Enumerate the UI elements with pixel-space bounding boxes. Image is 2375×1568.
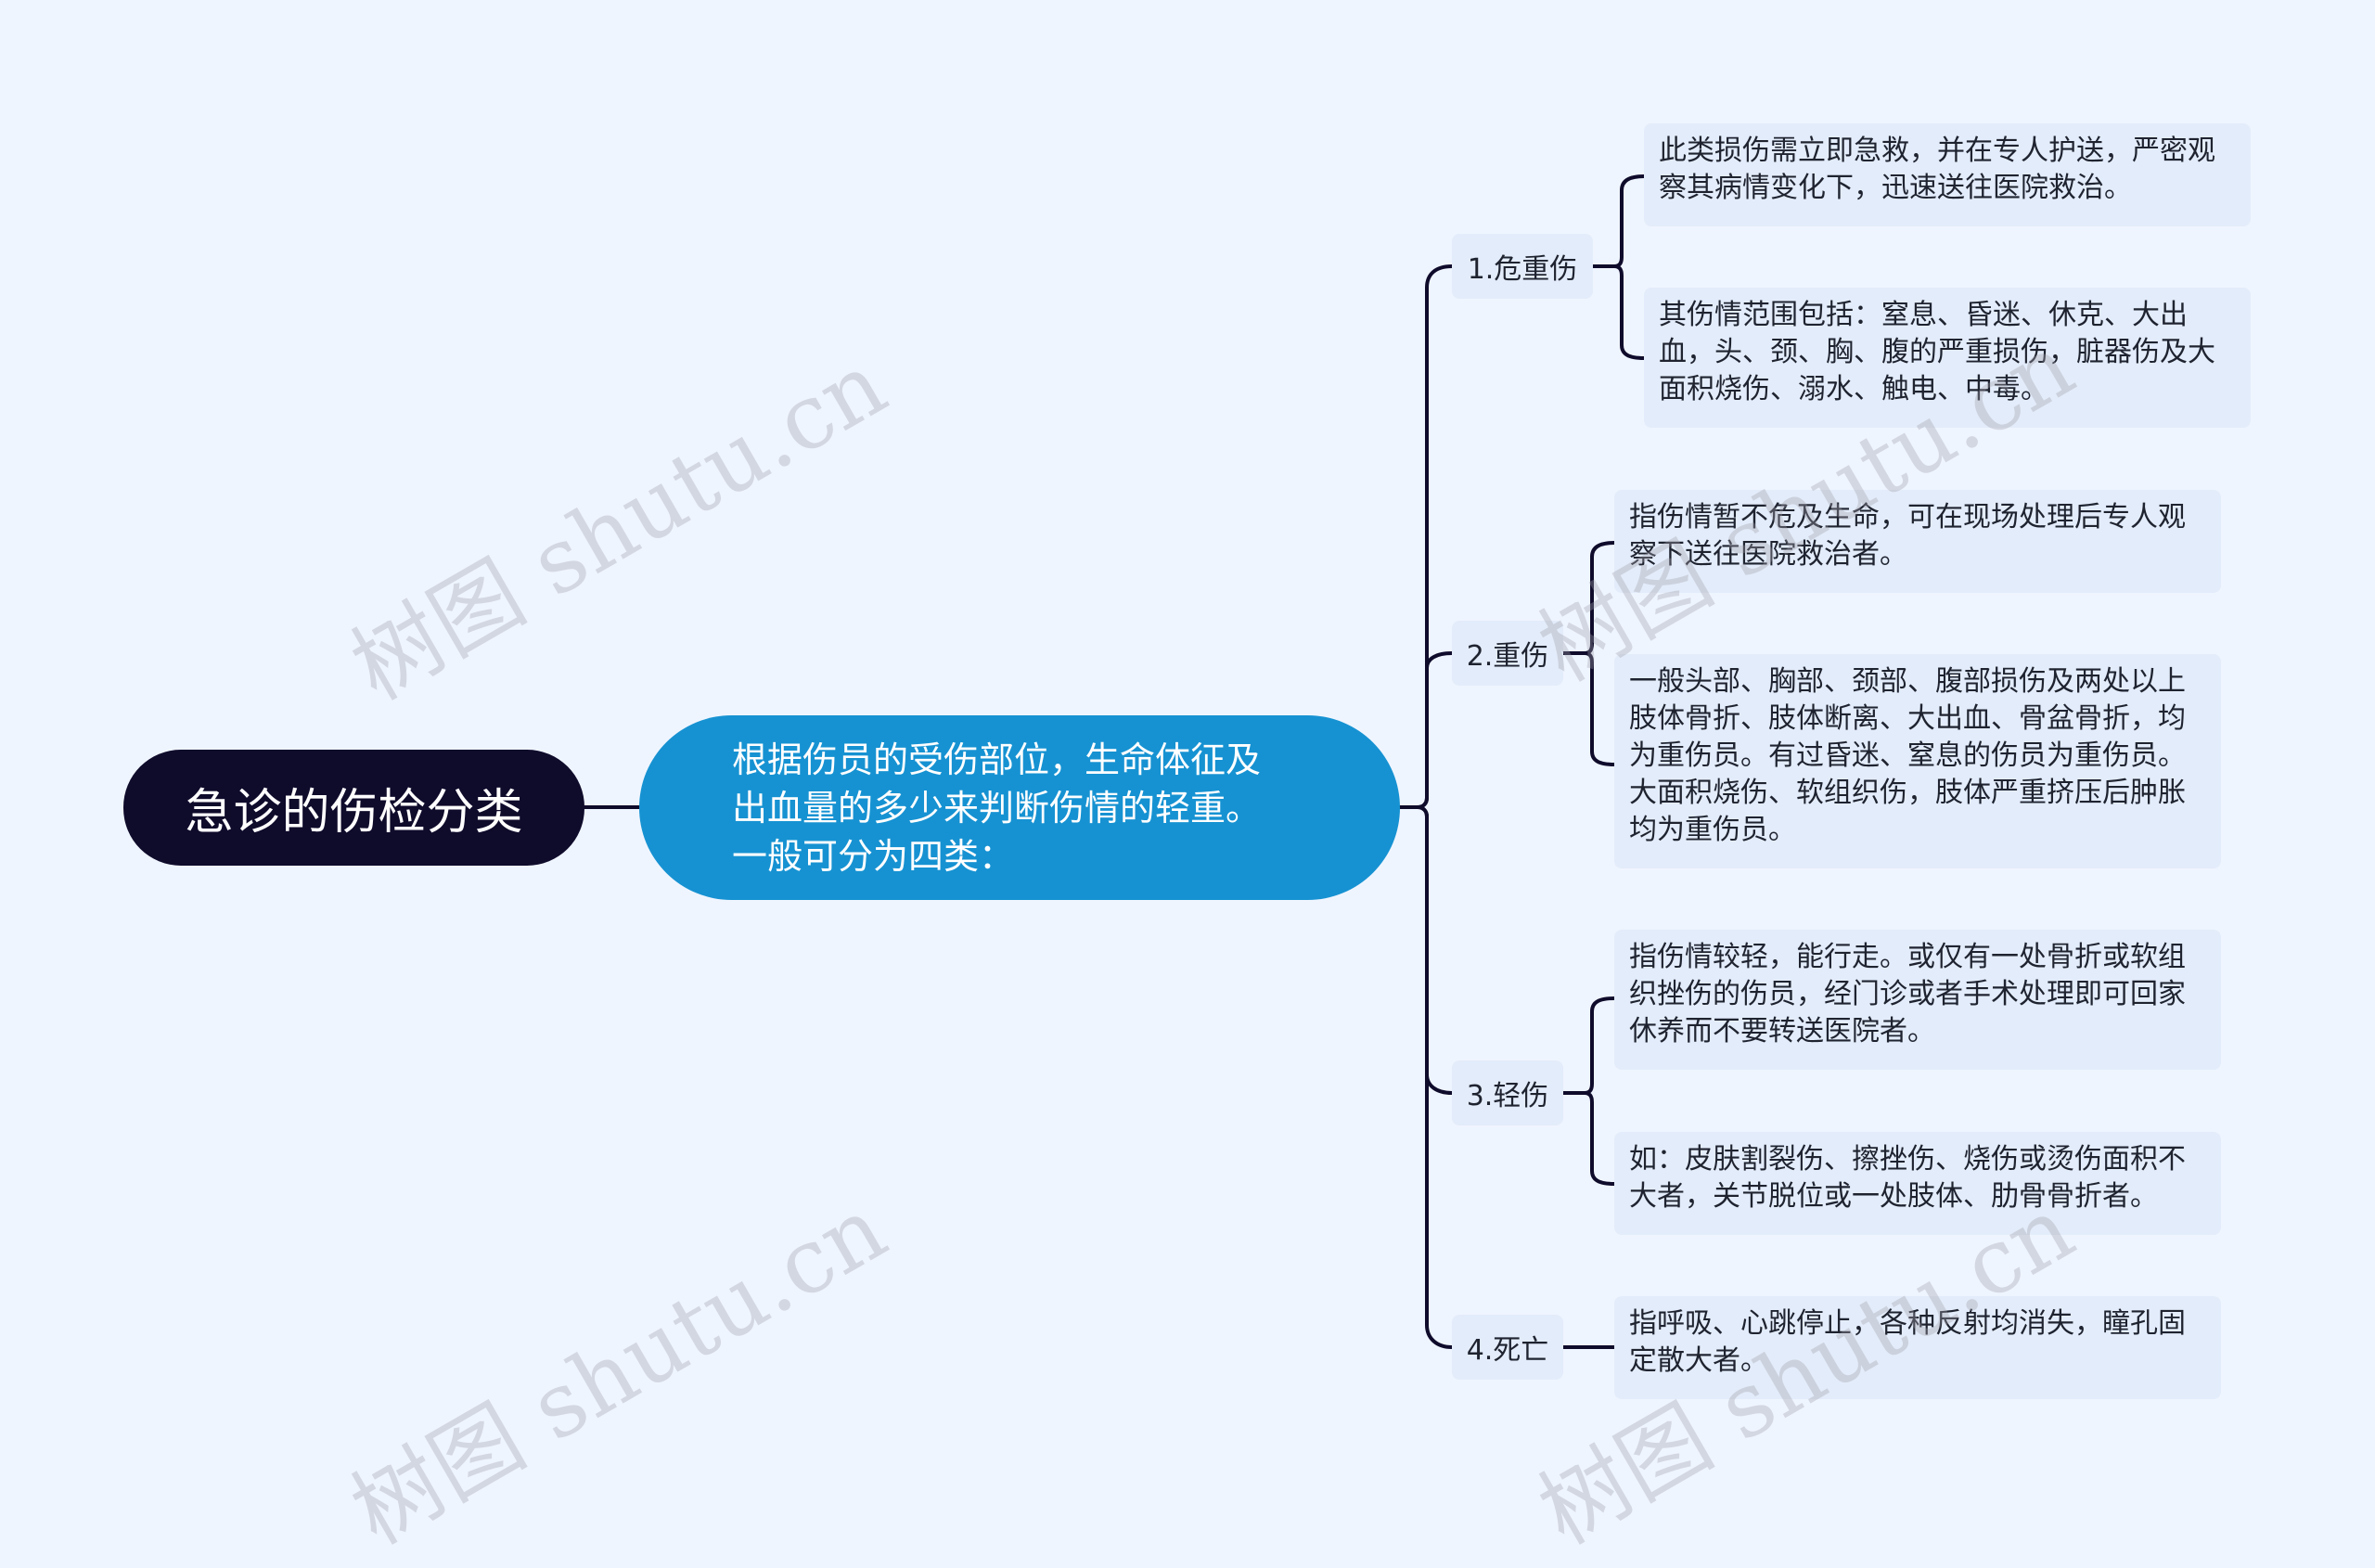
detail-critical-2[interactable]: 其伤情范围包括：窒息、昏迷、休克、大出血，头、颈、胸、腹的严重损伤，脏器伤及大面…: [1644, 288, 2251, 428]
detail-severe-2[interactable]: 一般头部、胸部、颈部、腹部损伤及两处以上肢体骨折、肢体断离、大出血、骨盆骨折，均…: [1614, 654, 2221, 868]
category-death[interactable]: 4.死亡: [1452, 1315, 1563, 1380]
connector-center-cat2: [1416, 651, 1454, 809]
connector-center-cat4: [1416, 805, 1454, 1349]
detail-text: 其伤情范围包括：窒息、昏迷、休克、大出血，头、颈、胸、腹的严重损伤，脏器伤及大面…: [1659, 299, 2215, 405]
detail-text: 一般头部、胸部、颈部、腹部损伤及两处以上肢体骨折、肢体断离、大出血、骨盆骨折，均…: [1629, 665, 2186, 846]
connector-center-cat3: [1416, 805, 1454, 1095]
connector-cat1: [1591, 174, 1646, 360]
detail-minor-2[interactable]: 如：皮肤割裂伤、擦挫伤、烧伤或烫伤面积不大者，关节脱位或一处肢体、肋骨骨折者。: [1614, 1132, 2221, 1235]
summary-text: 根据伤员的受伤部位，生命体征及 出血量的多少来判断伤情的轻重。 一般可分为四类：: [732, 739, 1262, 877]
detail-text: 指伤情暂不危及生命，可在现场处理后专人观察下送往医院救治者。: [1629, 501, 2186, 571]
category-label: 1.危重伤: [1467, 253, 1578, 286]
detail-text: 如：皮肤割裂伤、擦挫伤、烧伤或烫伤面积不大者，关节脱位或一处肢体、肋骨骨折者。: [1629, 1143, 2186, 1213]
connector-cat2: [1561, 541, 1616, 766]
category-critical[interactable]: 1.危重伤: [1452, 234, 1593, 299]
detail-severe-1[interactable]: 指伤情暂不危及生命，可在现场处理后专人观察下送往医院救治者。: [1614, 490, 2221, 593]
connector-lines: [583, 174, 1646, 1349]
category-severe[interactable]: 2.重伤: [1452, 621, 1563, 686]
detail-text: 指呼吸、心跳停止，各种反射均消失，瞳孔固定散大者。: [1629, 1307, 2186, 1377]
connector-cat3: [1561, 996, 1616, 1186]
root-label: 急诊的伤检分类: [185, 785, 523, 841]
detail-death-1[interactable]: 指呼吸、心跳停止，各种反射均消失，瞳孔固定散大者。: [1614, 1296, 2221, 1399]
root-node[interactable]: 急诊的伤检分类: [123, 750, 584, 866]
summary-node[interactable]: 根据伤员的受伤部位，生命体征及 出血量的多少来判断伤情的轻重。 一般可分为四类：: [639, 715, 1400, 900]
detail-text: 此类损伤需立即急救，并在专人护送，严密观察其病情变化下，迅速送往医院救治。: [1659, 135, 2215, 204]
category-label: 2.重伤: [1466, 640, 1549, 673]
category-label: 4.死亡: [1466, 1334, 1549, 1367]
category-label: 3.轻伤: [1466, 1080, 1549, 1112]
detail-text: 指伤情较轻，能行走。或仅有一处骨折或软组织挫伤的伤员，经门诊或者手术处理即可回家…: [1629, 941, 2186, 1047]
detail-minor-1[interactable]: 指伤情较轻，能行走。或仅有一处骨折或软组织挫伤的伤员，经门诊或者手术处理即可回家…: [1614, 930, 2221, 1070]
category-minor[interactable]: 3.轻伤: [1452, 1060, 1563, 1125]
detail-critical-1[interactable]: 此类损伤需立即急救，并在专人护送，严密观察其病情变化下，迅速送往医院救治。: [1644, 123, 2251, 226]
